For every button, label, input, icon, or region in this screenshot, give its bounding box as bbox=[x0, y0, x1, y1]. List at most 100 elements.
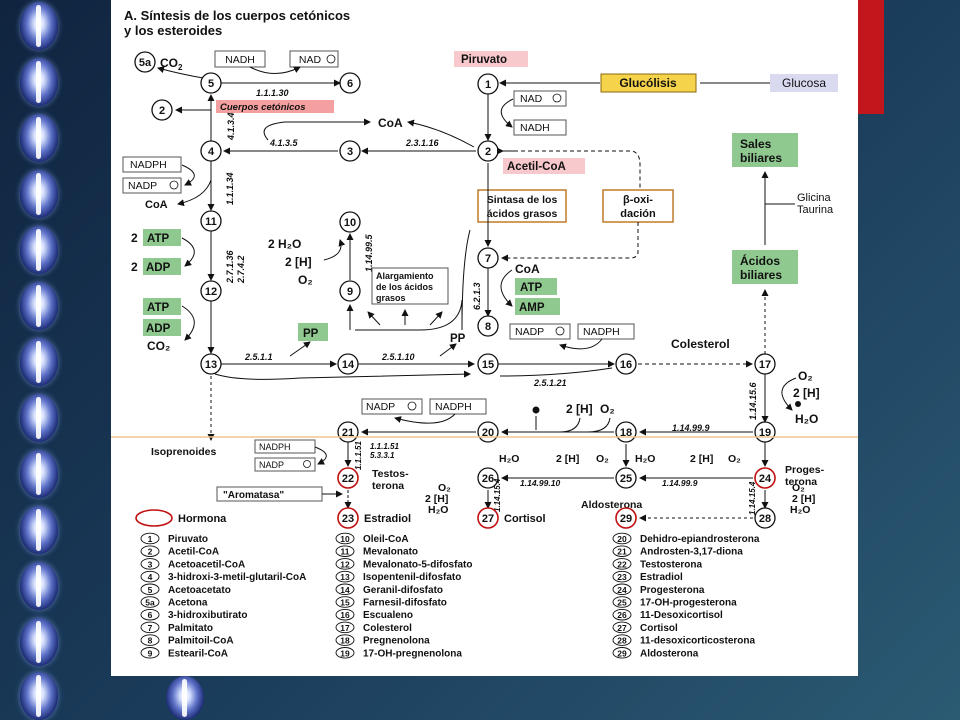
node-3 bbox=[339, 140, 361, 162]
amp-label: AMP bbox=[519, 302, 545, 314]
legend-number: 2 bbox=[148, 547, 153, 557]
h-label: 2 [H] bbox=[285, 255, 312, 269]
ec-label: 2.7.4.2 bbox=[236, 255, 246, 284]
legend-number-ring bbox=[612, 570, 632, 583]
legend-number-ring bbox=[612, 583, 632, 596]
alargamiento-label: Alargamiento bbox=[376, 271, 434, 281]
legend-number-ring bbox=[335, 558, 355, 570]
legend-number: 27 bbox=[617, 623, 627, 633]
node-23-hormone bbox=[337, 507, 359, 529]
svg-text:12: 12 bbox=[205, 286, 217, 298]
legend-number-ring bbox=[140, 532, 160, 545]
legend-compound-name: Estradiol bbox=[640, 572, 683, 583]
bead-column-decoration bbox=[0, 0, 80, 720]
svg-text:7: 7 bbox=[485, 253, 491, 265]
legend-number-ring bbox=[140, 596, 160, 608]
co2-label: CO₂ bbox=[147, 339, 170, 353]
legend-number-ring bbox=[612, 647, 632, 659]
nadp-label: NADP bbox=[259, 460, 284, 470]
node-5a bbox=[134, 51, 156, 73]
node-16 bbox=[615, 353, 637, 375]
cortisol-label: Cortisol bbox=[504, 513, 546, 525]
legend-compound-name: 3-hidroxibutirato bbox=[168, 610, 247, 621]
testosterona-label: Testos- bbox=[372, 468, 409, 480]
legend-compound-name: Mevalonato-5-difosfato bbox=[363, 559, 472, 570]
nadp-label: NADP bbox=[515, 326, 544, 338]
glucolisis-label: Glucólisis bbox=[619, 76, 677, 90]
legend-number: 28 bbox=[617, 636, 627, 646]
coa-label: CoA bbox=[515, 262, 540, 276]
alargamiento-box bbox=[371, 267, 449, 305]
figure-title: A. Síntesis de los cuerpos cetónicos bbox=[124, 8, 350, 23]
svg-text:25: 25 bbox=[620, 473, 632, 485]
nadph-label: NADPH bbox=[130, 159, 167, 171]
legend-number: 11 bbox=[341, 547, 350, 557]
node-26 bbox=[477, 467, 499, 489]
legend-compound-name: Progesterona bbox=[640, 585, 705, 596]
legend-number-ring bbox=[612, 634, 632, 646]
o2-label: O₂ bbox=[798, 369, 813, 383]
adp-label: ADP bbox=[146, 323, 171, 335]
bead-decoration bbox=[20, 226, 58, 274]
svg-text:20: 20 bbox=[482, 427, 494, 439]
legend-number: 10 bbox=[340, 534, 350, 544]
legend-number: 19 bbox=[340, 648, 350, 658]
svg-text:6: 6 bbox=[347, 78, 353, 90]
ec-label: 4.1.3.5 bbox=[269, 138, 299, 148]
ec-label: 2.5.1.1 bbox=[244, 352, 273, 362]
legend-compound-name: 3-hidroxi-3-metil-glutaril-CoA bbox=[168, 572, 306, 583]
legend-compound-name: Cortisol bbox=[640, 623, 678, 634]
legend-compound-name: Palmitoil-CoA bbox=[168, 636, 234, 647]
acetil-coa-badge bbox=[503, 158, 585, 174]
svg-text:19: 19 bbox=[759, 427, 771, 439]
legend-number-ring bbox=[335, 532, 355, 545]
pathway-diagram: A. Síntesis de los cuerpos cetónicos y l… bbox=[111, 8, 858, 659]
acetil-coa-label: Acetil-CoA bbox=[507, 161, 566, 173]
stoich-label: 2 bbox=[131, 231, 138, 245]
h2o-label: H₂O bbox=[428, 504, 448, 516]
legend-compound-name: Palmitato bbox=[168, 623, 213, 634]
sintasa-label: Sintasa de los bbox=[487, 194, 558, 206]
bead-decoration bbox=[20, 338, 58, 386]
legend-number-ring bbox=[335, 647, 355, 659]
legend-number: 24 bbox=[617, 585, 627, 595]
svg-text:2: 2 bbox=[485, 146, 491, 158]
h2o-label: H₂O bbox=[795, 412, 818, 426]
legend-number: 17 bbox=[340, 623, 350, 633]
node-6 bbox=[339, 72, 361, 94]
legend-number: 22 bbox=[617, 559, 627, 569]
o2-label: O₂ bbox=[600, 402, 615, 416]
node-28 bbox=[754, 507, 776, 529]
svg-text:29: 29 bbox=[620, 513, 632, 525]
legend-number: 5 bbox=[148, 585, 153, 595]
legend-number: 8 bbox=[148, 636, 153, 646]
legend-number-ring bbox=[335, 621, 355, 634]
h-label: 2 [H] bbox=[556, 453, 579, 465]
bead-decoration bbox=[20, 618, 58, 666]
bead-decoration bbox=[20, 58, 58, 106]
bead-decoration bbox=[20, 2, 58, 50]
svg-text:5: 5 bbox=[208, 78, 214, 90]
node-25 bbox=[615, 467, 637, 489]
bead-decoration bbox=[20, 170, 58, 218]
hormona-legend-label: Hormona bbox=[178, 513, 227, 525]
legend-number: 4 bbox=[148, 572, 153, 582]
colesterol-label: Colesterol bbox=[671, 337, 730, 351]
legend-compound-name: 11-desoxicorticosterona bbox=[640, 636, 755, 647]
legend-number: 9 bbox=[148, 648, 153, 658]
legend-compound-name: Testosterona bbox=[640, 559, 702, 570]
aldosterona-label: Aldosterona bbox=[581, 499, 642, 511]
atp-label: ATP bbox=[520, 282, 542, 294]
svg-text:4: 4 bbox=[208, 146, 215, 158]
glucosa-label: Glucosa bbox=[782, 76, 826, 90]
sales-biliares-box bbox=[732, 133, 798, 167]
beta-oxidacion-box bbox=[602, 189, 674, 223]
sintasa-label: ácidos grasos bbox=[487, 208, 558, 220]
svg-text:10: 10 bbox=[344, 217, 356, 229]
legend-number-ring bbox=[335, 570, 355, 583]
h-label: 2 [H] bbox=[792, 493, 815, 505]
legend-compound-name: Piruvato bbox=[168, 534, 208, 545]
legend-compound-name: Androsten-3,17-diona bbox=[640, 547, 743, 558]
legend-number-ring bbox=[612, 608, 632, 621]
legend-number-ring bbox=[335, 545, 355, 557]
